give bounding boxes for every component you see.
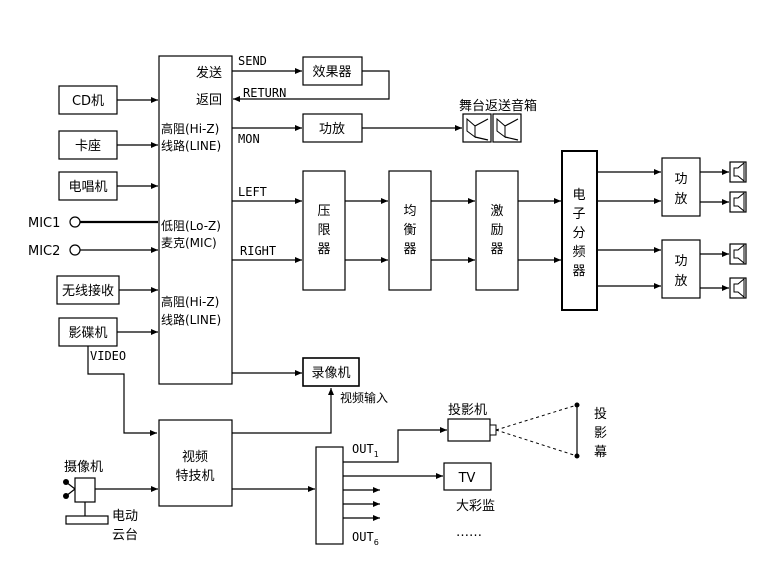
wireless-receiver-box: 无线接收 [56, 275, 120, 305]
mixer-hiz1-line1: 高阻(Hi-Z) [161, 121, 219, 136]
tv-box: TV [443, 462, 492, 491]
projection-ray-bottom [495, 429, 578, 457]
video-signal-label: VIDEO [90, 349, 126, 363]
speaker-icon [729, 161, 747, 183]
projection-ray-top [495, 404, 578, 431]
pan-tilt-label-2: 云台 [112, 528, 138, 543]
compressor-char-3: 器 [317, 242, 330, 257]
mixer-hiz2-line2: 线路(LINE) [161, 312, 221, 327]
mixer-hiz1-line2: 线路(LINE) [161, 138, 221, 153]
turntable-label: 电唱机 [68, 180, 107, 195]
screen-label-char-1: 投 [594, 406, 607, 422]
switcher-to-vcr-path [232, 388, 334, 434]
amp1-box: 功 放 [661, 157, 701, 217]
video-switcher-box: 视频 特技机 [158, 419, 233, 507]
mixer-hiz2-line1: 高阻(Hi-Z) [161, 294, 219, 309]
vcd-label: 影碟机 [68, 326, 107, 341]
mixer-loz-line1: 低阻(Lo-Z) [161, 219, 221, 233]
mon-signal-label: MON [238, 132, 260, 146]
compressor-box: 压 限 器 [302, 170, 346, 291]
crossover-char-2: 子 [572, 207, 585, 222]
cassette-box: 卡座 [58, 130, 118, 160]
mixer-send-label: 发送 [196, 65, 222, 81]
projector-label: 投影机 [448, 402, 487, 418]
camera-icon [63, 477, 109, 525]
tv-label: TV [458, 471, 476, 486]
monitor-amp-box: 功放 [302, 113, 363, 143]
screen-label-char-3: 幕 [594, 445, 607, 460]
effects-box: 效果器 [302, 56, 363, 86]
vcr-label: 录像机 [311, 366, 350, 381]
mixer-return-label: 返回 [196, 93, 222, 108]
monitor-amp-label: 功放 [319, 122, 345, 137]
video-distributor-box [315, 446, 344, 545]
switcher-label-2: 特技机 [175, 469, 214, 484]
send-signal-label: SEND [238, 54, 267, 68]
amp1-char-1: 功 [674, 172, 687, 187]
compressor-char-1: 压 [317, 204, 330, 219]
amp2-box: 功 放 [661, 239, 701, 299]
vcr-box: 录像机 [302, 357, 360, 387]
wireless-label: 无线接收 [62, 283, 114, 299]
crossover-char-4: 频 [572, 245, 585, 260]
exciter-box: 激 励 器 [475, 170, 519, 291]
left-signal-label: LEFT [238, 185, 267, 199]
switcher-label-1: 视频 [182, 450, 208, 465]
crossover-box: 电 子 分 频 器 [561, 150, 598, 311]
crossover-char-3: 分 [572, 226, 585, 241]
amp2-char-2: 放 [674, 274, 687, 289]
amp2-char-1: 功 [674, 254, 687, 269]
main-speaker-icons [729, 161, 747, 299]
out1-to-projector [343, 427, 447, 463]
speaker-icon [729, 191, 747, 213]
cd-player-label: CD机 [72, 94, 104, 109]
stage-monitor-speaker-icon [462, 113, 522, 143]
crossover-char-1: 电 [572, 188, 585, 203]
mixer-loz-line2: 麦克(MIC) [161, 236, 217, 250]
stage-monitor-label: 舞台返送音箱 [459, 98, 537, 114]
exciter-char-1: 激 [490, 204, 503, 219]
turntable-box: 电唱机 [58, 171, 118, 201]
mic1-label: MIC1 [28, 216, 60, 231]
right-signal-label: RIGHT [240, 244, 276, 258]
exciter-char-3: 器 [490, 242, 503, 257]
screen-label-char-2: 影 [594, 426, 607, 441]
more-outputs-ellipsis: …… [456, 525, 482, 540]
effects-label: 效果器 [312, 65, 351, 80]
mic2-label: MIC2 [28, 244, 60, 259]
mixer-box [158, 55, 233, 385]
big-monitor-label: 大彩监 [456, 499, 495, 514]
return-path [233, 70, 390, 102]
mic2-jack-icon [69, 244, 81, 256]
exciter-char-2: 励 [490, 223, 503, 238]
speaker-icon [729, 277, 747, 299]
projector-icon [447, 418, 497, 442]
crossover-char-5: 器 [572, 264, 585, 279]
equalizer-char-3: 器 [403, 242, 416, 257]
amp1-char-2: 放 [674, 192, 687, 207]
cassette-label: 卡座 [75, 139, 101, 154]
projection-screen-icon [574, 402, 580, 459]
return-signal-label: RETURN [243, 86, 286, 100]
compressor-char-2: 限 [317, 223, 330, 238]
mic1-jack-icon [69, 216, 81, 228]
equalizer-box: 均 衡 器 [388, 170, 432, 291]
video-path [87, 346, 157, 436]
camera-label: 摄像机 [64, 460, 103, 475]
speaker-icon [729, 243, 747, 265]
cd-player-box: CD机 [58, 85, 118, 115]
video-input-label: 视频输入 [340, 390, 388, 405]
out1-label: OUT1 [352, 442, 379, 459]
out6-label: OUT6 [352, 530, 379, 547]
vcd-player-box: 影碟机 [58, 317, 118, 347]
equalizer-char-1: 均 [403, 204, 416, 219]
equalizer-char-2: 衡 [403, 223, 416, 238]
pan-tilt-label-1: 电动 [112, 509, 138, 524]
